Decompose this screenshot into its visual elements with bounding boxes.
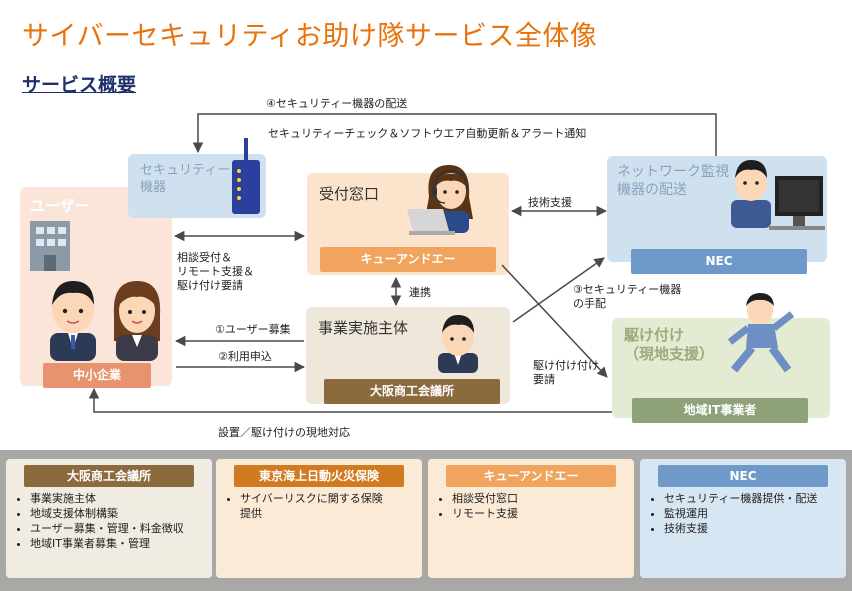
reception-title: 受付窓口 [319, 185, 380, 203]
panel-nec-title: NEC [658, 465, 828, 487]
label-support-request: 相談受付＆ リモート支援＆ 駆け付け要請 [177, 251, 254, 292]
reception-company-bar: キューアンドエー [320, 247, 496, 272]
list-item: リモート支援 [452, 506, 518, 521]
user-title: ユーザー [30, 197, 90, 215]
operator-box: 事業実施主体 大阪商工会議所 [306, 307, 510, 404]
label-user-recruit: ①ユーザー募集 [215, 323, 291, 336]
security-device-box: セキュリティー 機器 [128, 138, 266, 218]
arrow-device-arrange [512, 257, 605, 323]
panel-tokio-marine: 東京海上日動火災保険 サイバーリスクに関する保険提供 [216, 459, 422, 578]
operator-title: 事業実施主体 [318, 319, 409, 337]
panel-tokio-marine-title: 東京海上日動火災保険 [234, 465, 404, 487]
label-security-check: セキュリティーチェック＆ソフトウエア自動更新＆アラート通知 [268, 127, 587, 140]
list-item: サイバーリスクに関する保険提供 [240, 491, 390, 521]
list-item: ユーザー募集・管理・料金徴収 [30, 521, 184, 536]
arrow-onsite [88, 387, 612, 413]
dispatch-company-bar: 地域IT事業者 [632, 398, 808, 423]
staff-person-icon [438, 315, 478, 373]
dispatch-box: 駆け付け （現地支援） 地域IT事業者 [612, 293, 830, 423]
list-item: 事業実施主体 [30, 491, 184, 506]
operator-company-bar: 大阪商工会議所 [324, 379, 500, 404]
operator-headset-icon [407, 165, 473, 235]
user-company-bar: 中小企業 [43, 363, 151, 388]
running-technician-icon [727, 293, 795, 373]
monitoring-company-bar: NEC [631, 249, 807, 274]
label-dispatch-request: 駆け付け付け 要請 [533, 359, 599, 386]
list-item: 技術支援 [664, 521, 817, 536]
router-device-icon [232, 138, 260, 214]
label-device-arrange: ③セキュリティー機器 の手配 [573, 283, 682, 310]
panel-nec: NEC セキュリティー機器提供・配送 監視運用 技術支援 [640, 459, 846, 578]
list-item: セキュリティー機器提供・配送 [664, 491, 817, 506]
user-box: ユーザー 中小企業 [20, 187, 172, 388]
section-title: サービス概要 [22, 74, 137, 96]
arrow-device-shipping [192, 113, 717, 156]
dispatch-title: 駆け付け （現地支援） [624, 326, 715, 363]
arrow-dispatch-request [501, 264, 608, 378]
label-apply: ②利用申込 [218, 350, 272, 363]
label-cooperation: 連携 [409, 286, 431, 299]
monitoring-title: ネットワーク監視 機器の配送 [617, 164, 729, 198]
list-item: 地域IT事業者募集・管理 [30, 536, 184, 551]
office-building-icon [30, 221, 70, 271]
list-item: 地域支援体制構築 [30, 506, 184, 521]
monitoring-box: ネットワーク監視 機器の配送 NEC [607, 156, 827, 274]
list-item: 監視運用 [664, 506, 817, 521]
panel-osaka-chamber: 大阪商工会議所 事業実施主体 地域支援体制構築 ユーザー募集・管理・料金徴収 地… [6, 459, 212, 578]
label-device-shipping: ④セキュリティー機器の配送 [266, 97, 408, 110]
flow-arrows [88, 113, 717, 413]
businesswoman-icon [113, 281, 161, 361]
panel-osaka-chamber-title: 大阪商工会議所 [24, 465, 194, 487]
list-item: 相談受付窓口 [452, 491, 518, 506]
businessman-icon [50, 281, 96, 361]
page-title: サイバーセキュリティお助け隊サービス全体像 [22, 21, 598, 52]
label-tech-support: 技術支援 [528, 196, 572, 209]
reception-box: 受付窓口 キューアンドエー [307, 165, 509, 275]
label-onsite: 設置／駆け付けの現地対応 [218, 426, 350, 439]
panel-qa-title: キューアンドエー [446, 465, 616, 487]
security-device-title: セキュリティー 機器 [140, 163, 231, 195]
panel-qa: キューアンドエー 相談受付窓口 リモート支援 [428, 459, 634, 578]
monitoring-staff-icon [731, 160, 825, 230]
